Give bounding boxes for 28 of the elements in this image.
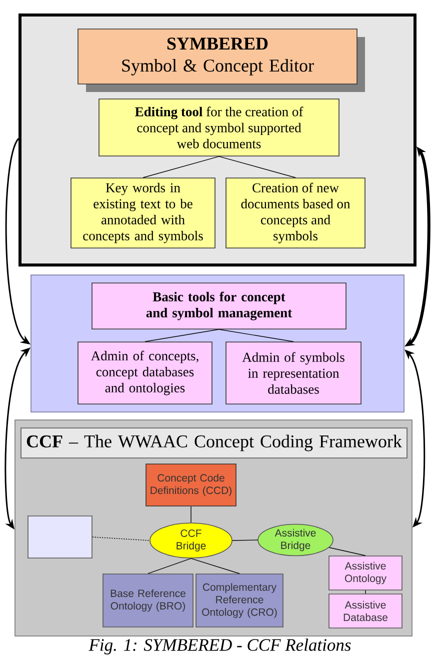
ellipse-node: CCF Bridge <box>150 522 232 558</box>
text-box: Admin of symbols in representation databases <box>226 342 362 404</box>
empty-box <box>28 516 92 558</box>
text-box: Admin of concepts, concept databases and ontologies <box>78 342 212 404</box>
connector <box>142 156 220 178</box>
connector <box>148 558 192 574</box>
text-box: Editing tool for the creation of concept and symbol supported web documents <box>98 98 340 156</box>
heading-box: CCF – The WWAAC Concept Coding Framework <box>20 428 408 458</box>
connector <box>218 329 294 342</box>
text-box: Assistive Database <box>328 594 402 628</box>
text-box: Key words in existing text to be annotaded with concepts and symbols <box>70 178 216 248</box>
text-box: Basic tools for concept and symbol management <box>92 282 346 330</box>
text-box: Concept Code Definitions (CCD) <box>146 464 236 506</box>
connector <box>218 156 296 178</box>
title-box: SYMBERED Symbol & Concept Editor <box>78 28 365 92</box>
text-box: Assistive Ontology <box>328 556 402 590</box>
text-box: Creation of new documents based on concepts and symbols <box>226 178 366 248</box>
connector <box>328 547 366 556</box>
text-box: Base Reference Ontology (BRO) <box>102 574 194 628</box>
caption: Fig. 1: SYMBERED - CCF Relations <box>88 638 351 654</box>
dotted-line <box>92 536 150 541</box>
connector <box>190 506 192 523</box>
connector <box>365 590 366 594</box>
ellipse-node: Assistive Bridge <box>258 524 334 556</box>
connector <box>190 558 240 574</box>
text-box: Complementary Reference Ontology (CRO) <box>196 574 284 628</box>
connector <box>232 540 258 541</box>
connector <box>144 329 220 342</box>
